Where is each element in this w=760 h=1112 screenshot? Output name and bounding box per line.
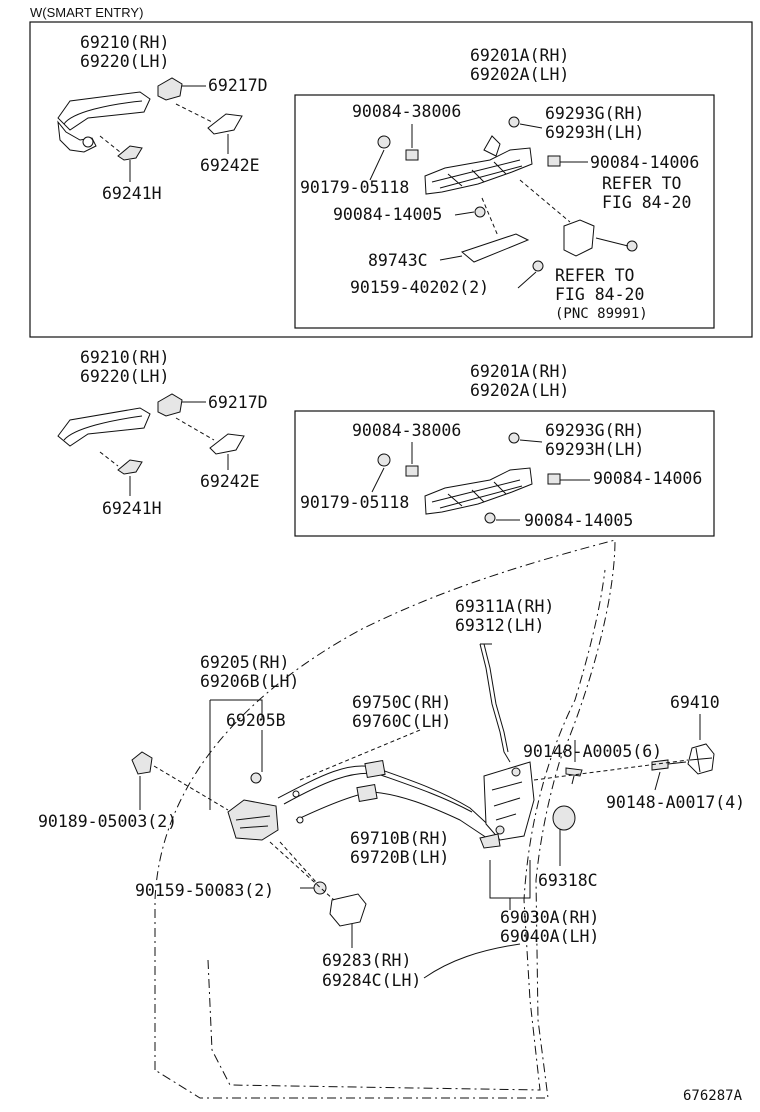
link-rod-drawing bbox=[479, 643, 511, 763]
screw-38006-drawing bbox=[405, 149, 419, 161]
label-clip: 90189-05003(2) bbox=[38, 812, 177, 831]
label-upper-handle-rh: 69210(RH) bbox=[80, 33, 169, 52]
bolt-50083-drawing bbox=[313, 881, 327, 895]
label-mid-screw-14006: 90084-14006 bbox=[593, 469, 702, 488]
label-upper-frame-rh: 69201A(RH) bbox=[470, 46, 569, 65]
label-upper-screw-14006: 90084-14006 bbox=[590, 153, 699, 172]
middle-part-drawings bbox=[57, 393, 590, 524]
section-header: W(SMART ENTRY) bbox=[30, 5, 143, 20]
figure-code: 676287A bbox=[683, 1088, 743, 1104]
handle-cap-drawing bbox=[157, 77, 183, 101]
mid-handle-cap-drawing bbox=[157, 393, 183, 417]
frame-assembly-drawing bbox=[424, 147, 533, 195]
label-mid-cap-g-rh: 69293G(RH) bbox=[545, 421, 644, 440]
label-inside-handle-rh: 69205(RH) bbox=[200, 653, 289, 672]
label-mid-screw-38006: 90084-38006 bbox=[352, 421, 461, 440]
label-cover-rh: 69283(RH) bbox=[322, 951, 411, 970]
label-mid-nut-05118: 90179-05118 bbox=[300, 493, 409, 512]
label-upper-antenna: 89743C bbox=[368, 251, 428, 270]
label-upper-refer-2b: FIG 84-20 bbox=[555, 285, 644, 304]
label-cable-lower-lh: 69720B(LH) bbox=[350, 848, 449, 867]
label-grommet: 69318C bbox=[538, 871, 598, 890]
lower-part-drawings bbox=[131, 643, 715, 979]
label-screw-a0017: 90148-A0017(4) bbox=[606, 793, 745, 812]
label-upper-handle-lh: 69220(LH) bbox=[80, 52, 169, 71]
label-mid-pad: 69242E bbox=[200, 472, 260, 491]
label-mid-handle-lh: 69220(LH) bbox=[80, 367, 169, 386]
label-bezel: 69205B bbox=[226, 711, 286, 730]
label-upper-screw-14005: 90084-14005 bbox=[333, 205, 442, 224]
label-upper-cap: 69217D bbox=[208, 76, 268, 95]
upper-part-drawings bbox=[57, 77, 638, 289]
screw-14006-drawing bbox=[547, 155, 561, 167]
mid-outside-handle-drawing bbox=[57, 407, 151, 447]
cap-g-drawing bbox=[508, 116, 520, 128]
screw-14005-drawing bbox=[474, 206, 486, 218]
label-upper-frame-lh: 69202A(LH) bbox=[470, 65, 569, 84]
label-screw-a0005: 90148-A0005(6) bbox=[523, 742, 662, 761]
label-upper-refer-1a: REFER TO bbox=[602, 174, 681, 193]
smart-entry-inner-frame bbox=[294, 94, 715, 329]
clip-drawing bbox=[131, 751, 153, 775]
smart-entry-frame bbox=[29, 21, 753, 338]
label-bolt-50083: 90159-50083(2) bbox=[135, 881, 274, 900]
handle-seal-drawing bbox=[117, 145, 143, 161]
label-mid-cap: 69217D bbox=[208, 393, 268, 412]
label-upper-refer-1b: FIG 84-20 bbox=[602, 193, 691, 212]
label-upper-cap-g-rh: 69293G(RH) bbox=[545, 104, 644, 123]
label-lock-lh: 69040A(LH) bbox=[500, 927, 599, 946]
label-mid-handle-rh: 69210(RH) bbox=[80, 348, 169, 367]
middle-labels: 69210(RH) 69220(LH) 69217D 69242E 69241H… bbox=[80, 348, 702, 530]
label-inside-handle-lh: 69206B(LH) bbox=[200, 672, 299, 691]
label-cable-upper-lh: 69760C(LH) bbox=[352, 712, 451, 731]
cover-drawing bbox=[329, 893, 367, 927]
lower-labels: 69311A(RH) 69312(LH) 69205(RH) 69206B(LH… bbox=[38, 597, 745, 990]
upper-labels: 69210(RH) 69220(LH) 69217D 69242E 69241H… bbox=[80, 33, 699, 322]
label-upper-refer-2a: REFER TO bbox=[555, 266, 634, 285]
label-cable-lower-rh: 69710B(RH) bbox=[350, 829, 449, 848]
label-mid-cap-g-lh: 69293H(LH) bbox=[545, 440, 644, 459]
mid-handle-pad-drawing bbox=[209, 433, 245, 455]
mid-handle-seal-drawing bbox=[117, 459, 143, 475]
nut-05118-drawing bbox=[377, 135, 391, 149]
label-mid-frame-lh: 69202A(LH) bbox=[470, 381, 569, 400]
handle-pad-drawing bbox=[207, 113, 243, 135]
bolt-40202-drawing bbox=[532, 260, 544, 272]
door-outline bbox=[154, 539, 616, 1099]
bezel-drawing bbox=[250, 772, 262, 784]
label-link-lh: 69312(LH) bbox=[455, 616, 544, 635]
label-lock-rh: 69030A(RH) bbox=[500, 908, 599, 927]
label-cover-lh: 69284C(LH) bbox=[322, 971, 421, 990]
label-upper-nut-05118: 90179-05118 bbox=[300, 178, 409, 197]
label-upper-screw-38006: 90084-38006 bbox=[352, 102, 461, 121]
label-upper-cap-g-lh: 69293H(LH) bbox=[545, 123, 644, 142]
label-link-rh: 69311A(RH) bbox=[455, 597, 554, 616]
label-upper-seal: 69241H bbox=[102, 184, 162, 203]
lock-actuator-drawing bbox=[563, 219, 595, 257]
grommet-drawing bbox=[552, 805, 576, 831]
outside-handle-drawing bbox=[57, 91, 151, 131]
label-upper-bolt-40202: 90159-40202(2) bbox=[350, 278, 489, 297]
antenna-drawing bbox=[460, 233, 530, 263]
label-upper-pad: 69242E bbox=[200, 156, 260, 175]
label-striker: 69410 bbox=[670, 693, 720, 712]
inside-handle-drawing bbox=[227, 799, 279, 841]
label-upper-refer-2c: (PNC 89991) bbox=[555, 306, 648, 322]
label-mid-screw-14005: 90084-14005 bbox=[524, 511, 633, 530]
label-mid-frame-rh: 69201A(RH) bbox=[470, 362, 569, 381]
label-cable-upper-rh: 69750C(RH) bbox=[352, 693, 451, 712]
middle-inner-frame bbox=[294, 410, 715, 537]
mid-frame-assembly-drawing bbox=[424, 467, 533, 515]
label-mid-seal: 69241H bbox=[102, 499, 162, 518]
